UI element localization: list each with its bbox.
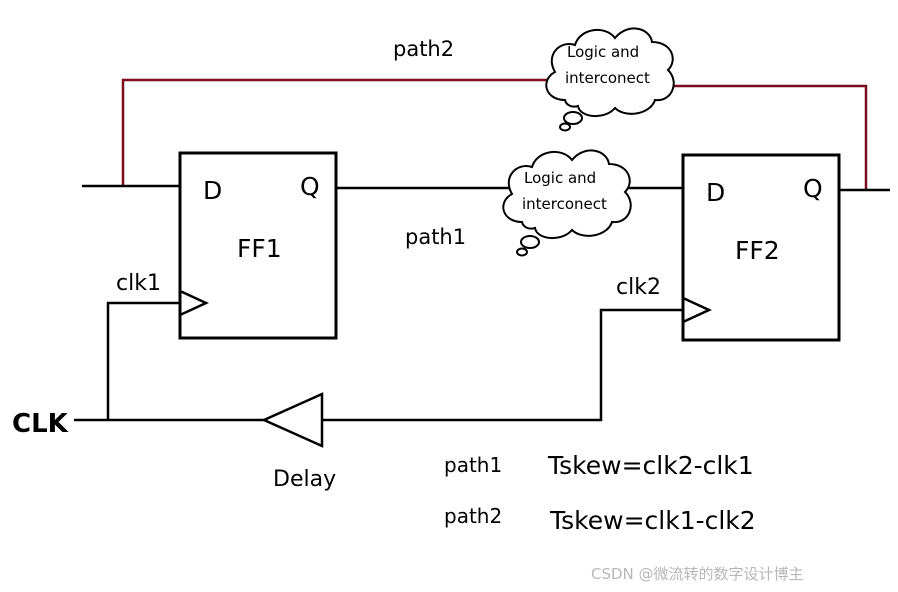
path1-logic-cloud <box>502 149 632 257</box>
clk-source-label: CLK <box>12 409 69 439</box>
path1-label: path1 <box>405 225 466 249</box>
path2-label: path2 <box>393 37 454 61</box>
delay-label: Delay <box>273 467 336 492</box>
equation-2-formula: Tskew=clk1-clk2 <box>549 506 756 535</box>
path2-cloud-text-line2: interconect <box>565 69 650 87</box>
ff1-d-label: D <box>203 176 222 205</box>
ff1-q-label: Q <box>300 172 320 201</box>
clk1-branch-wire <box>106 301 180 420</box>
ff2-d-label: D <box>706 178 725 207</box>
ff1-name-label: FF1 <box>237 234 282 263</box>
equation-1-formula: Tskew=clk2-clk1 <box>547 451 754 480</box>
path2-logic-cloud <box>545 27 675 132</box>
path1-cloud-text-line1: Logic and <box>524 169 596 187</box>
watermark-text: CSDN @微流转的数字设计博主 <box>591 565 804 583</box>
ff2-name-label: FF2 <box>735 236 780 265</box>
clk2-label: clk2 <box>616 275 661 300</box>
equation-2-path-label: path2 <box>444 504 502 528</box>
ff2-clock-pin-icon <box>682 296 712 324</box>
delay-buffer-icon <box>260 392 324 448</box>
path2-wire-left <box>121 78 557 186</box>
path2-cloud-text-line1: Logic and <box>567 43 639 61</box>
clk2-branch-wire <box>322 308 683 422</box>
path1-cloud-text-line2: interconect <box>522 195 607 213</box>
equation-1-path-label: path1 <box>444 453 502 477</box>
ff1-clock-pin-icon <box>179 289 209 317</box>
ff2-q-label: Q <box>803 174 823 203</box>
ff1-box <box>178 151 338 340</box>
clk1-label: clk1 <box>116 271 161 296</box>
path2-wire-right <box>673 84 868 189</box>
